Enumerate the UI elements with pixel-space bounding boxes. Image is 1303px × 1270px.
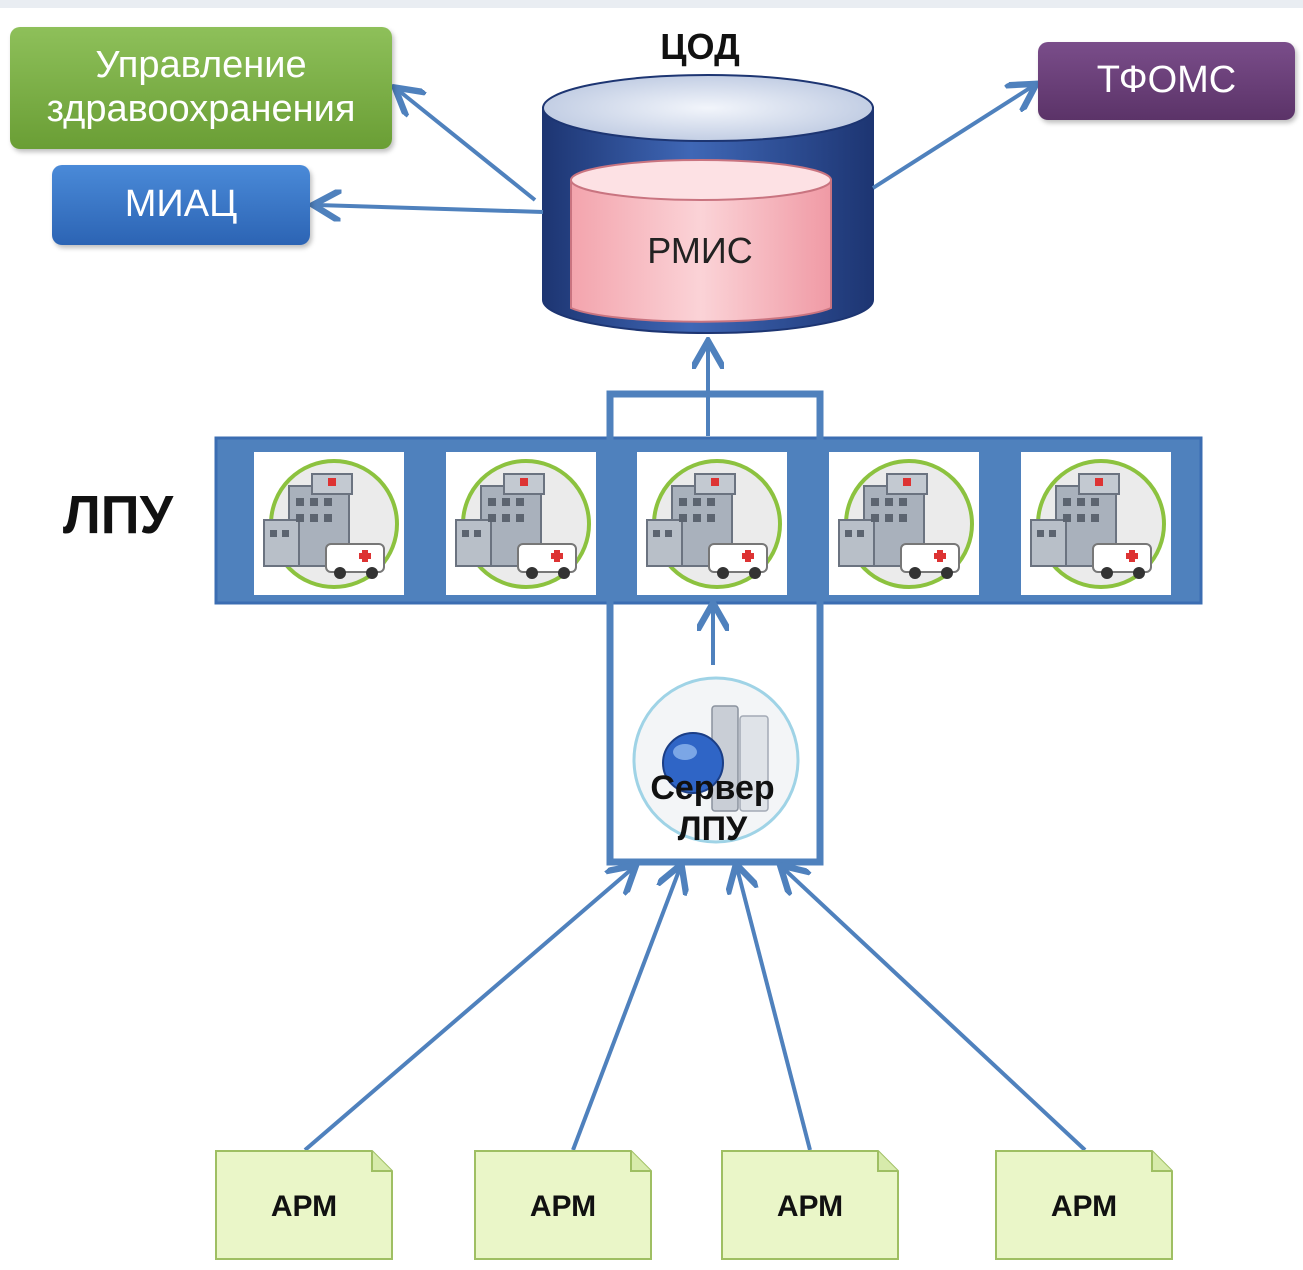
hospital-icon <box>1021 452 1171 595</box>
tfoms-box: ТФОМС <box>1038 42 1295 120</box>
arrow-to-health-management <box>398 90 537 202</box>
server-label-line2: ЛПУ <box>677 809 748 848</box>
lpu-label: ЛПУ <box>62 485 174 545</box>
health-management-label: Управление здравоохранения <box>46 44 356 130</box>
hospital-icon <box>829 452 979 595</box>
arrow-arm3 <box>737 868 812 1151</box>
hospital-icon <box>637 452 787 595</box>
tfoms-label: ТФОМС <box>1096 59 1237 102</box>
server-icon <box>632 676 800 844</box>
rmis-cylinder <box>570 159 832 323</box>
arm-node: АРМ <box>215 1150 393 1260</box>
cod-title: ЦОД <box>660 26 740 67</box>
server-label: Сервер ЛПУ <box>620 768 805 850</box>
arm-label: АРМ <box>776 1190 844 1223</box>
hospital-icon <box>446 452 596 595</box>
top-strip <box>0 0 1303 8</box>
arm-node: АРМ <box>995 1150 1173 1260</box>
hospital-icon <box>254 452 404 595</box>
arrow-arm2 <box>571 868 680 1151</box>
arm-label: АРМ <box>270 1190 338 1223</box>
server-column-frame <box>606 390 824 866</box>
arm-node: АРМ <box>721 1150 899 1260</box>
server-label-line1: Сервер <box>650 769 775 807</box>
miac-label: МИАЦ <box>124 183 238 226</box>
miac-box: МИАЦ <box>52 165 310 245</box>
rmis-label: РМИС <box>647 230 753 271</box>
health-management-box: Управление здравоохранения <box>10 27 392 149</box>
arrow-arm4 <box>783 868 1087 1152</box>
arm-label: АРМ <box>1050 1190 1118 1223</box>
arm-node: АРМ <box>474 1150 652 1260</box>
arrow-to-tfoms <box>871 86 1033 190</box>
arm-label: АРМ <box>529 1190 597 1223</box>
arrow-to-miac <box>317 205 544 212</box>
arrow-arm1 <box>303 868 633 1152</box>
